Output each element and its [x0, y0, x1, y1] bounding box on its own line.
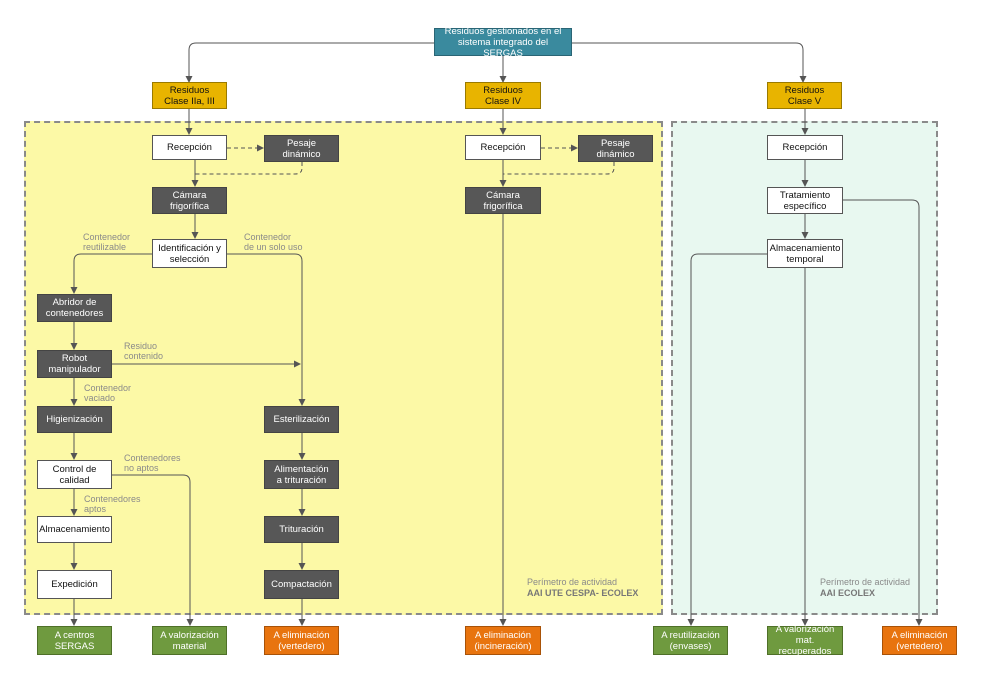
temporary-storage-node: Almacenamiento temporal [767, 239, 843, 268]
class-v-node: Residuos Clase V [767, 82, 842, 109]
perimeter-a-name: AAI UTE CESPA- ECOLEX [527, 588, 639, 598]
cold-room-node-b: Cámara frigorífica [465, 187, 541, 214]
reception-node-a: Recepción [152, 135, 227, 160]
specific-treatment-node: Tratamiento específico [767, 187, 843, 214]
reception-node-c: Recepción [767, 135, 843, 160]
edge-label-contained-waste: Residuo contenido [124, 341, 164, 361]
perimeter-b-name: AAI ECOLEX [820, 588, 876, 598]
robot-node: Robot manipulador [37, 350, 112, 378]
perimeter-label-b: Perímetro de actividad AAI ECOLEX [820, 577, 910, 599]
region-ute-cespa-ecolex [24, 121, 663, 615]
dispatch-node: Expedición [37, 570, 112, 599]
shredder-feed-node: Alimentación a trituración [264, 460, 339, 489]
output-landfill-b: A eliminación (vertedero) [882, 626, 957, 655]
output-material-recovery: A valorización material [152, 626, 227, 655]
perimeter-label-a: Perímetro de actividad AAI UTE CESPA- EC… [527, 577, 638, 599]
perimeter-b-caption: Perímetro de actividad [820, 577, 911, 587]
quality-control-node: Control de calidad [37, 460, 112, 489]
cold-room-node-a: Cámara frigorífica [152, 187, 227, 214]
dynamic-weighing-node-b: Pesaje dinámico [578, 135, 653, 162]
output-reuse-containers: A reutilización (envases) [653, 626, 728, 655]
dynamic-weighing-node-a: Pesaje dinámico [264, 135, 339, 162]
output-landfill-a: A eliminación (vertedero) [264, 626, 339, 655]
class-iv-node: Residuos Clase IV [465, 82, 541, 109]
root-node: Residuos gestionados en el sistema integ… [434, 26, 572, 59]
perimeter-a-caption: Perímetro de actividad [527, 577, 618, 587]
reception-node-b: Recepción [465, 135, 541, 160]
shredding-node: Trituración [264, 516, 339, 543]
sterilization-node: Esterilización [264, 406, 339, 433]
compaction-node: Compactación [264, 570, 339, 599]
edge-label-reusable: Contenedor reutilizable [83, 232, 131, 252]
class-iia-iii-node: Residuos Clase IIa, III [152, 82, 227, 109]
output-recovered-materials: A valorización mat. recuperados [767, 624, 843, 657]
edge-label-emptied-container: Contenedor vaciado [84, 383, 132, 403]
sanitization-node: Higienización [37, 406, 112, 433]
identification-node: Identificación y selección [152, 239, 227, 268]
storage-node: Almacenamiento [37, 516, 112, 543]
edge-label-unfit-containers: Contenedores no aptos [124, 453, 181, 473]
edge-label-fit-containers: Contenedores aptos [84, 494, 141, 514]
output-incineration: A eliminación (incineración) [465, 626, 541, 655]
container-opener-node: Abridor de contenedores [37, 294, 112, 322]
output-sergas-centers: A centros SERGAS [37, 626, 112, 655]
edge-label-single-use: Contenedor de un solo uso [244, 232, 303, 252]
